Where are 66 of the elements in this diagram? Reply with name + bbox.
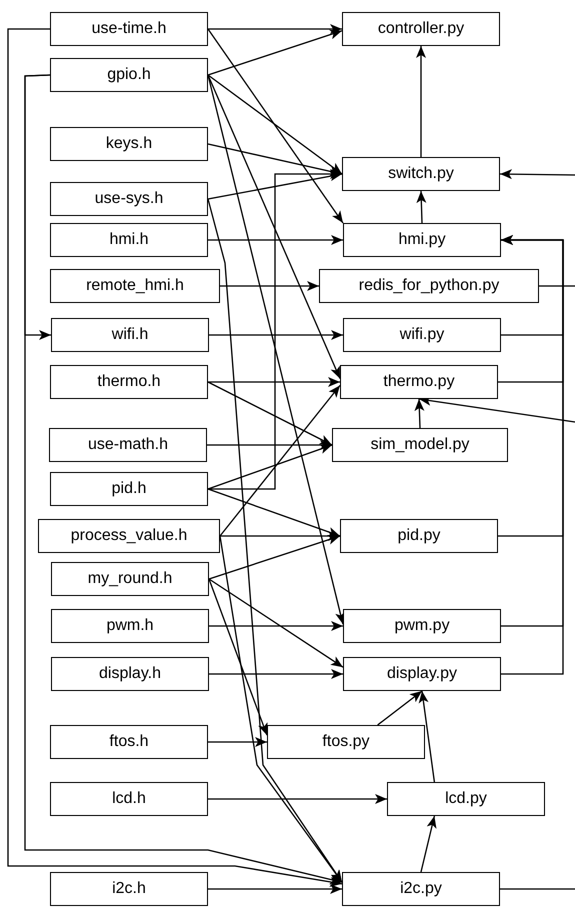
arrow xyxy=(208,578,268,736)
arrow xyxy=(220,385,340,536)
file-box: remote_hmi.h xyxy=(50,269,220,303)
file-box: thermo.h xyxy=(50,365,208,399)
file-box: pid.py xyxy=(340,519,498,553)
arrow xyxy=(208,578,344,668)
arrow xyxy=(208,377,340,387)
arrow xyxy=(208,884,342,894)
file-box: my_round.h xyxy=(51,562,209,596)
file-box: lcd.h xyxy=(50,782,208,816)
arrow xyxy=(208,74,342,175)
file-box: keys.h xyxy=(50,127,208,161)
arrow xyxy=(207,198,343,883)
arrow xyxy=(416,190,426,224)
file-box: sim_model.py xyxy=(332,428,508,462)
file-box: i2c.py xyxy=(342,872,500,906)
arrow xyxy=(209,330,343,340)
file-box: ftos.py xyxy=(267,725,425,759)
file-box: redis_for_python.py xyxy=(319,269,539,303)
file-box: wifi.h xyxy=(51,318,209,352)
arrow xyxy=(377,690,422,726)
file-box: i2c.h xyxy=(50,872,208,906)
arrow xyxy=(209,621,343,631)
file-box: process_value.h xyxy=(38,519,220,553)
arrow xyxy=(208,24,342,34)
arrow xyxy=(207,28,344,224)
file-box: pwm.py xyxy=(343,609,501,643)
arrow xyxy=(208,171,342,200)
file-box: pid.h xyxy=(50,472,208,506)
arrow xyxy=(220,281,319,291)
arrow xyxy=(208,488,340,537)
arrow xyxy=(208,535,340,580)
file-box: hmi.py xyxy=(343,223,501,257)
file-box: gpio.h xyxy=(50,58,208,92)
arrow xyxy=(208,30,342,76)
connector-line xyxy=(500,888,575,890)
arrow xyxy=(207,440,332,450)
arrow xyxy=(207,74,341,379)
file-box: thermo.py xyxy=(340,365,498,399)
arrow xyxy=(208,381,332,446)
arrow xyxy=(418,690,436,782)
arrow xyxy=(219,536,343,883)
file-box: use-math.h xyxy=(49,428,207,462)
file-box: switch.py xyxy=(342,157,500,191)
arrow xyxy=(414,398,424,428)
file-box: display.h xyxy=(51,657,209,691)
arrow xyxy=(420,816,436,872)
file-box: display.py xyxy=(343,657,501,691)
arrow xyxy=(220,531,340,541)
file-box: controller.py xyxy=(342,12,500,46)
arrow xyxy=(208,794,387,804)
file-box: use-sys.h xyxy=(50,182,208,216)
file-box: pwm.h xyxy=(51,609,209,643)
file-box: lcd.py xyxy=(387,782,545,816)
arrow xyxy=(416,46,426,157)
arrow xyxy=(208,169,342,490)
file-box: ftos.h xyxy=(50,725,208,759)
arrow xyxy=(500,169,575,180)
arrow xyxy=(208,235,343,245)
file-box: hmi.h xyxy=(50,223,208,257)
connector-line xyxy=(539,285,575,287)
arrow xyxy=(209,669,343,679)
file-box: wifi.py xyxy=(343,318,501,352)
arrow xyxy=(208,444,332,490)
arrow xyxy=(208,737,267,747)
file-box: use-time.h xyxy=(50,12,208,46)
